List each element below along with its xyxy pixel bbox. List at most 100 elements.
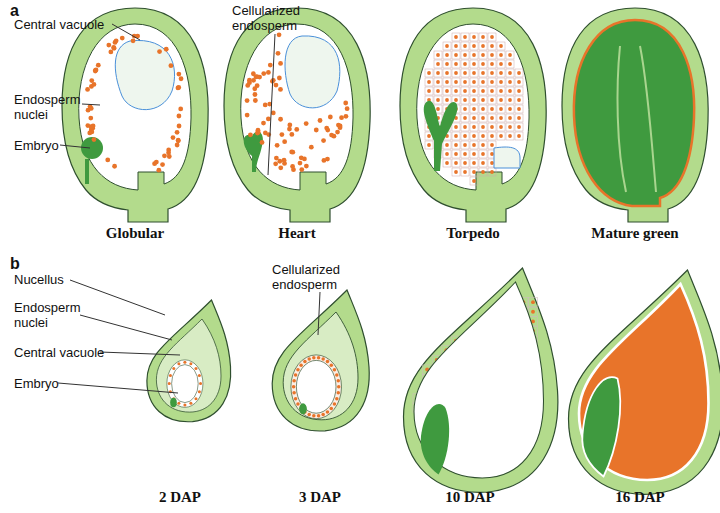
cell [461, 51, 469, 59]
cell [443, 141, 451, 149]
ovule [62, 8, 208, 222]
nucleus-dot [499, 80, 503, 84]
nucleus-dot [472, 152, 476, 156]
seed-coat [400, 8, 546, 222]
nucleus-dot [517, 71, 521, 75]
nucleus-dot [292, 379, 296, 383]
nucleus-dot [164, 47, 169, 52]
nucleus-dot [321, 138, 326, 143]
embryo [582, 377, 620, 476]
nucleus-dot [131, 38, 136, 43]
cell [461, 141, 469, 149]
nucleus-dot [245, 113, 250, 118]
nucleus-dot [481, 89, 485, 93]
nucleus-dot [111, 45, 116, 50]
cell [461, 123, 469, 131]
nucleus-dot [87, 131, 92, 136]
nucleus-dot [499, 71, 503, 75]
cell [434, 96, 442, 104]
nucleus-dot [335, 373, 339, 377]
nucleus-dot [335, 130, 340, 135]
nucleus-dot [279, 132, 284, 137]
endosperm [167, 360, 203, 408]
nucleus-dot [454, 89, 458, 93]
cell [479, 87, 487, 95]
cell [443, 78, 451, 86]
nucleus-dot [330, 407, 334, 411]
nucleus-dot [321, 357, 325, 361]
nucleus-dot [335, 397, 339, 401]
nucleus-dot [154, 160, 159, 165]
nucleus-dot [252, 86, 257, 91]
nucleus-dot [175, 130, 180, 135]
nucleus-dot [472, 89, 476, 93]
cell [452, 159, 460, 167]
nucleus-dot [463, 134, 467, 138]
nucleus-dot [481, 107, 485, 111]
cell [452, 60, 460, 68]
ovule [562, 8, 708, 222]
stage-label: Mature green [560, 226, 710, 241]
cell [497, 69, 505, 77]
nucleus-dot [179, 76, 184, 81]
nucleus-dot [85, 123, 90, 128]
cell [434, 78, 442, 86]
nucleus-dot [445, 89, 449, 93]
nucellus [156, 319, 221, 412]
cell [443, 51, 451, 59]
part-label: Embryo [14, 138, 74, 153]
nucleus-dot [333, 402, 337, 406]
cell [506, 69, 514, 77]
nucleus-dot [317, 356, 321, 360]
embryo [81, 137, 103, 159]
cell [452, 132, 460, 140]
nucleus-dot [472, 116, 476, 120]
nucleus-dot [345, 106, 350, 111]
nucleus-dot [472, 53, 476, 57]
nucleus-dot [508, 62, 512, 66]
nucleus-dot [499, 44, 503, 48]
starchy-endosperm [579, 284, 709, 480]
nucleus-dot [454, 53, 458, 57]
cell [479, 60, 487, 68]
nucleus-dot [108, 50, 113, 55]
cell [479, 132, 487, 140]
nucleus-dot [93, 68, 98, 73]
stage-label: Torpedo [408, 226, 538, 241]
cell [528, 298, 537, 307]
nucleus-dot [445, 80, 449, 84]
cell [434, 51, 442, 59]
cell [425, 78, 433, 86]
nucleus-dot [256, 128, 261, 133]
cell [470, 177, 478, 185]
nucleus-dot [481, 134, 485, 138]
seed-coat [224, 8, 370, 222]
cell [479, 33, 487, 41]
nucleus-dot [156, 168, 161, 173]
stage-label: 10 DAP [420, 490, 520, 505]
stage-label: 2 DAP [130, 490, 230, 505]
suspensor [85, 159, 89, 184]
cell [452, 78, 460, 86]
nucleus-dot [296, 368, 300, 372]
nucleus-dot [517, 98, 521, 102]
cell [479, 150, 487, 158]
nucleus-dot [278, 165, 283, 170]
cell [452, 87, 460, 95]
nucleus-dot [276, 51, 281, 56]
nucleus-dot [481, 44, 485, 48]
cell [506, 78, 514, 86]
nucleus-dot [289, 132, 294, 137]
cell [506, 132, 514, 140]
grain [569, 270, 720, 494]
nucleus-dot [508, 89, 512, 93]
nucleus-dot [277, 32, 282, 37]
nucleus-dot [298, 161, 303, 166]
nucleus-dot [168, 382, 171, 385]
nucleus-dot [92, 137, 97, 142]
nucleus-dot [307, 413, 311, 417]
nucleus-dot [508, 107, 512, 111]
nucleus-dot [481, 80, 485, 84]
nucleus-dot [427, 143, 431, 147]
nucleus-dot [490, 71, 494, 75]
